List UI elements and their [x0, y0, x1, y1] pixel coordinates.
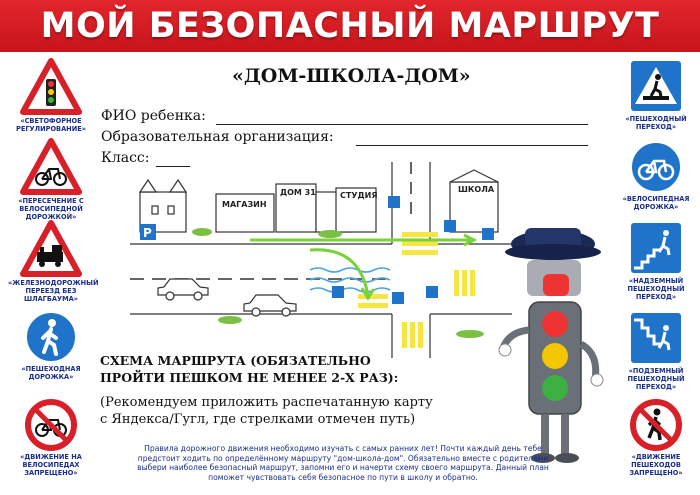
- scheme-note-line-1: (Рекомендуем приложить распечатанную кар…: [100, 395, 433, 410]
- scheme-note-line-2: с Яндекса/Гугл, где стрелками отмечен пу…: [100, 412, 416, 427]
- pedestrian-path-sign: «ПЕШЕХОДНАЯ ДОРОЖКА»: [8, 310, 94, 381]
- school-label: ШКОЛА: [458, 185, 495, 194]
- house-label: ДОМ 31: [280, 188, 316, 197]
- studio-label: СТУДИЯ: [340, 191, 377, 200]
- sign-caption: «ДВИЖЕНИЕ ПЕШЕХОДОВ ЗАПРЕЩЕНО»: [629, 453, 683, 477]
- train-warning-icon: [20, 220, 82, 277]
- scheme-title-line-2: ПРОЙТИ ПЕШКОМ НЕ МЕНЕЕ 2-Х РАЗ):: [100, 370, 399, 385]
- sign-caption: «ПЕШЕХОДНАЯ ДОРОЖКА»: [21, 365, 81, 381]
- class-field[interactable]: [156, 166, 190, 167]
- bicycle-warning-sign: «ПЕРЕСЕЧЕНИЕ С ВЕЛОСИПЕДНОЙ ДОРОЖКОЙ»: [8, 138, 94, 221]
- organization-label: Образовательная организация:: [101, 129, 334, 145]
- scheme-title: СХЕМА МАРШРУТА (ОБЯЗАТЕЛЬНО ПРОЙТИ ПЕШКО…: [100, 352, 398, 386]
- pedestrian-path-icon: [25, 311, 77, 363]
- organization-field[interactable]: [356, 145, 588, 146]
- traffic-light-mascot: [498, 228, 604, 463]
- town-buildings: [138, 169, 499, 233]
- page-title: МОЙ БЕЗОПАСНЫЙ МАРШРУТ: [40, 6, 660, 46]
- no-pedestrians-sign: «ДВИЖЕНИЕ ПЕШЕХОДОВ ЗАПРЕЩЕНО»: [613, 398, 699, 477]
- shop-label: МАГАЗИН: [222, 200, 267, 209]
- title-banner: МОЙ БЕЗОПАСНЫЙ МАРШРУТ: [0, 0, 700, 52]
- underpass-sign: «ПОДЗЕМНЫЙ ПЕШЕХОДНЫЙ ПЕРЕХОД»: [613, 310, 699, 391]
- child-name-field[interactable]: [216, 124, 588, 125]
- crosswalk-markers: [332, 196, 494, 304]
- parking-label: P: [143, 226, 152, 240]
- scheme-title-line-1: СХЕМА МАРШРУТА (ОБЯЗАТЕЛЬНО: [100, 353, 371, 368]
- river: [309, 267, 391, 293]
- child-name-label: ФИО ребенка:: [101, 108, 206, 124]
- bicycle-path-icon: [630, 141, 682, 193]
- route-map: МАГАЗИН ДОМ 31 СТУДИЯ ШКОЛА P: [130, 162, 512, 358]
- route-subtitle: «ДОМ-ШКОЛА-ДОМ»: [232, 65, 471, 87]
- train-warning-sign: «ЖЕЛЕЗНОДОРОЖНЫЙ ПЕРЕЕЗД БЕЗ ШЛАГБАУМА»: [8, 220, 99, 303]
- traffic-light-warning-icon: [20, 58, 82, 115]
- sign-caption: «ПЕШЕХОДНЫЙ ПЕРЕХОД»: [625, 115, 687, 131]
- sign-caption: «НАДЗЕМНЫЙ ПЕШЕХОДНЫЙ ПЕРЕХОД»: [627, 277, 685, 301]
- crosswalk-sign: «ПЕШЕХОДНЫЙ ПЕРЕХОД»: [613, 58, 699, 131]
- no-pedestrians-icon: [630, 399, 682, 451]
- sign-caption: «ПЕРЕСЕЧЕНИЕ С ВЕЛОСИПЕДНОЙ ДОРОЖКОЙ»: [18, 197, 84, 221]
- cars: [157, 278, 297, 317]
- sign-caption: «ЖЕЛЕЗНОДОРОЖНЫЙ ПЕРЕЕЗД БЕЗ ШЛАГБАУМА»: [8, 279, 99, 303]
- no-bicycles-icon: [25, 399, 77, 451]
- sign-caption: «ВЕЛОСИПЕДНАЯ ДОРОЖКА»: [622, 195, 690, 211]
- traffic-light-warning-sign: «СВЕТОФОРНОЕ РЕГУЛИРОВАНИЕ»: [8, 58, 94, 133]
- crosswalk-icon: [631, 61, 681, 111]
- sign-caption: «ПОДЗЕМНЫЙ ПЕШЕХОДНЫЙ ПЕРЕХОД»: [627, 367, 685, 391]
- parking-icon: [140, 224, 156, 240]
- bicycle-path-sign: «ВЕЛОСИПЕДНАЯ ДОРОЖКА»: [613, 140, 699, 211]
- overpass-icon: [631, 223, 681, 273]
- sign-caption: «СВЕТОФОРНОЕ РЕГУЛИРОВАНИЕ»: [16, 117, 86, 133]
- crosswalks: [358, 232, 475, 348]
- route-arrow: [250, 233, 478, 301]
- sign-caption: «ДВИЖЕНИЕ НА ВЕЛОСИПЕДАХ ЗАПРЕЩЕНО»: [20, 453, 82, 477]
- scheme-note: (Рекомендуем приложить распечатанную кар…: [100, 394, 433, 428]
- underpass-icon: [631, 313, 681, 363]
- bicycle-warning-icon: [20, 138, 82, 195]
- overpass-sign: «НАДЗЕМНЫЙ ПЕШЕХОДНЫЙ ПЕРЕХОД»: [613, 220, 699, 301]
- class-label: Класс:: [101, 150, 150, 166]
- no-bicycles-sign: «ДВИЖЕНИЕ НА ВЕЛОСИПЕДАХ ЗАПРЕЩЕНО»: [8, 398, 94, 477]
- rules-paragraph: Правила дорожного движения необходимо из…: [137, 444, 549, 482]
